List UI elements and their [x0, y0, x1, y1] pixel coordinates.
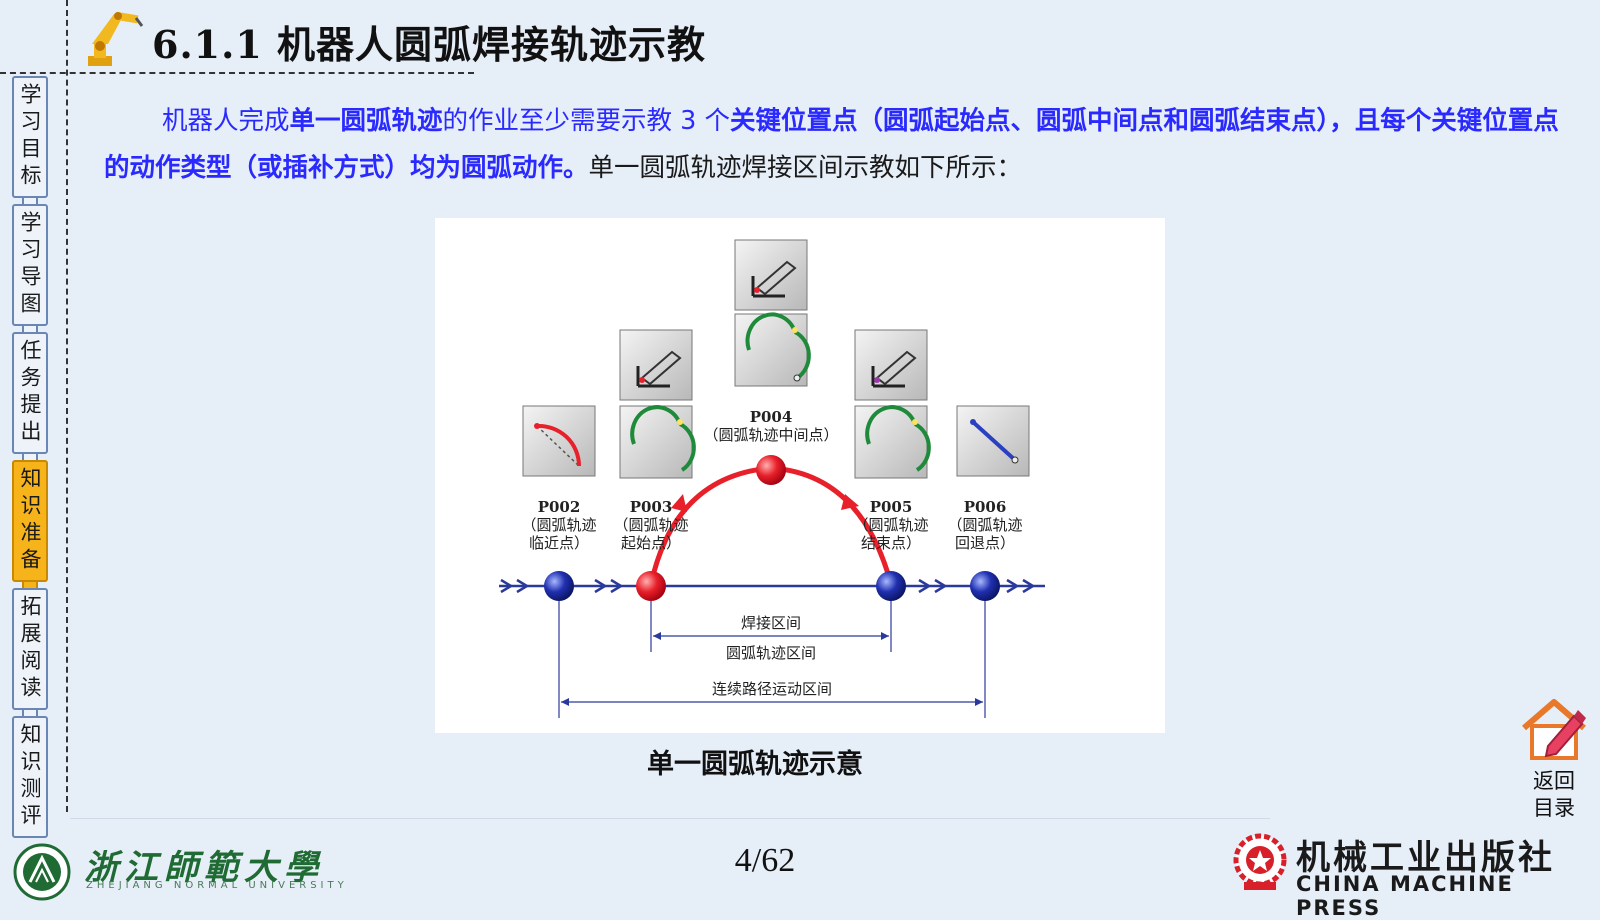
press-logo	[1233, 833, 1287, 890]
point-label-p004: P004 （圆弧轨迹中间点）	[703, 408, 839, 444]
text-segment: 关键位置点	[729, 106, 858, 136]
sidebar-divider	[66, 0, 68, 812]
point-p006	[970, 571, 1000, 601]
sidebar-item-extended-reading[interactable]: 拓展阅读	[12, 588, 48, 710]
text-segment: 机器人完成	[162, 106, 290, 136]
page-number: 4/62	[734, 842, 796, 879]
welding-torch-icon	[619, 329, 693, 401]
sidebar-item-label: 拓展阅读	[18, 595, 42, 703]
sidebar-item-task[interactable]: 任务提出	[12, 332, 48, 454]
header-divider	[0, 72, 474, 74]
sidebar-item-label: 知识准备	[18, 467, 42, 575]
sidebar-item-learning-goals[interactable]: 学习目标	[12, 76, 48, 198]
point-p004	[756, 455, 786, 485]
university-name: 浙江師範大學	[84, 848, 324, 888]
text-segment: 单一圆弧轨迹焊接区间示教如下所示：	[588, 153, 1023, 183]
home-button-label[interactable]: 返回 目录	[1533, 769, 1575, 820]
welding-torch-icon	[854, 329, 928, 401]
university-english-name: ZHEJIANG NORMAL UNIVERSITY	[86, 880, 348, 891]
point-label-p002: P002 （圆弧轨迹 临近点）	[521, 498, 597, 552]
sidebar-item-label: 学习目标	[18, 83, 42, 191]
footer-divider	[70, 818, 1270, 819]
arc-motion-icon	[522, 405, 596, 477]
figure-caption: 单一圆弧轨迹示意	[647, 749, 863, 780]
point-label-p003: P003 （圆弧轨迹 起始点）	[613, 498, 689, 552]
arc-trajectory-figure: P002 （圆弧轨迹 临近点） P003 （圆弧轨迹 起始点） P004 （圆弧…	[435, 218, 1165, 733]
continuous-interval-label: 连续路径运动区间	[711, 680, 832, 698]
sidebar-item-learning-map[interactable]: 学习导图	[12, 204, 48, 326]
arc-diagram	[499, 239, 1045, 718]
weld-interval-label: 焊接区间	[740, 614, 801, 632]
welding-torch-icon	[734, 239, 808, 311]
sidebar-item-knowledge-prep[interactable]: 知识准备	[12, 460, 48, 582]
arc-motion-icon	[619, 405, 696, 479]
sidebar-item-label: 任务提出	[18, 339, 42, 447]
linear-motion-icon	[956, 405, 1030, 477]
sidebar-item-label: 知识测评	[18, 723, 42, 831]
arc-motion-icon	[854, 405, 931, 479]
arc-interval-label: 圆弧轨迹区间	[725, 644, 816, 662]
press-english-name: CHINA MACHINE PRESS	[1296, 872, 1514, 920]
text-segment: 单一圆弧轨迹	[289, 106, 443, 136]
sidebar-item-label: 学习导图	[18, 211, 42, 319]
point-p003	[636, 571, 666, 601]
robot-arm-icon	[88, 11, 144, 66]
sidebar-item-knowledge-test[interactable]: 知识测评	[12, 716, 48, 838]
university-logo	[13, 843, 71, 901]
page-title: 6.1.1 机器人圆弧焊接轨迹示教	[152, 22, 707, 67]
point-p005	[876, 571, 906, 601]
point-p002	[544, 571, 574, 601]
home-icon[interactable]	[1518, 696, 1590, 762]
point-label-p006: P006 （圆弧轨迹 回退点）	[947, 498, 1023, 552]
text-segment: （圆弧起始点、圆弧中间点和圆弧结束点），且每个关键位置点的动作类型（或插补方式）…	[104, 106, 1559, 183]
text-segment: 的作业至少需要示教 3 个	[442, 106, 730, 136]
point-label-p005: P005 （圆弧轨迹 结束点）	[853, 498, 929, 552]
press-name: 机械工业出版社	[1296, 838, 1555, 878]
arc-motion-icon	[734, 312, 811, 387]
intro-paragraph: 机器人完成单一圆弧轨迹的作业至少需要示教 3 个关键位置点（圆弧起始点、圆弧中间…	[104, 98, 1564, 192]
